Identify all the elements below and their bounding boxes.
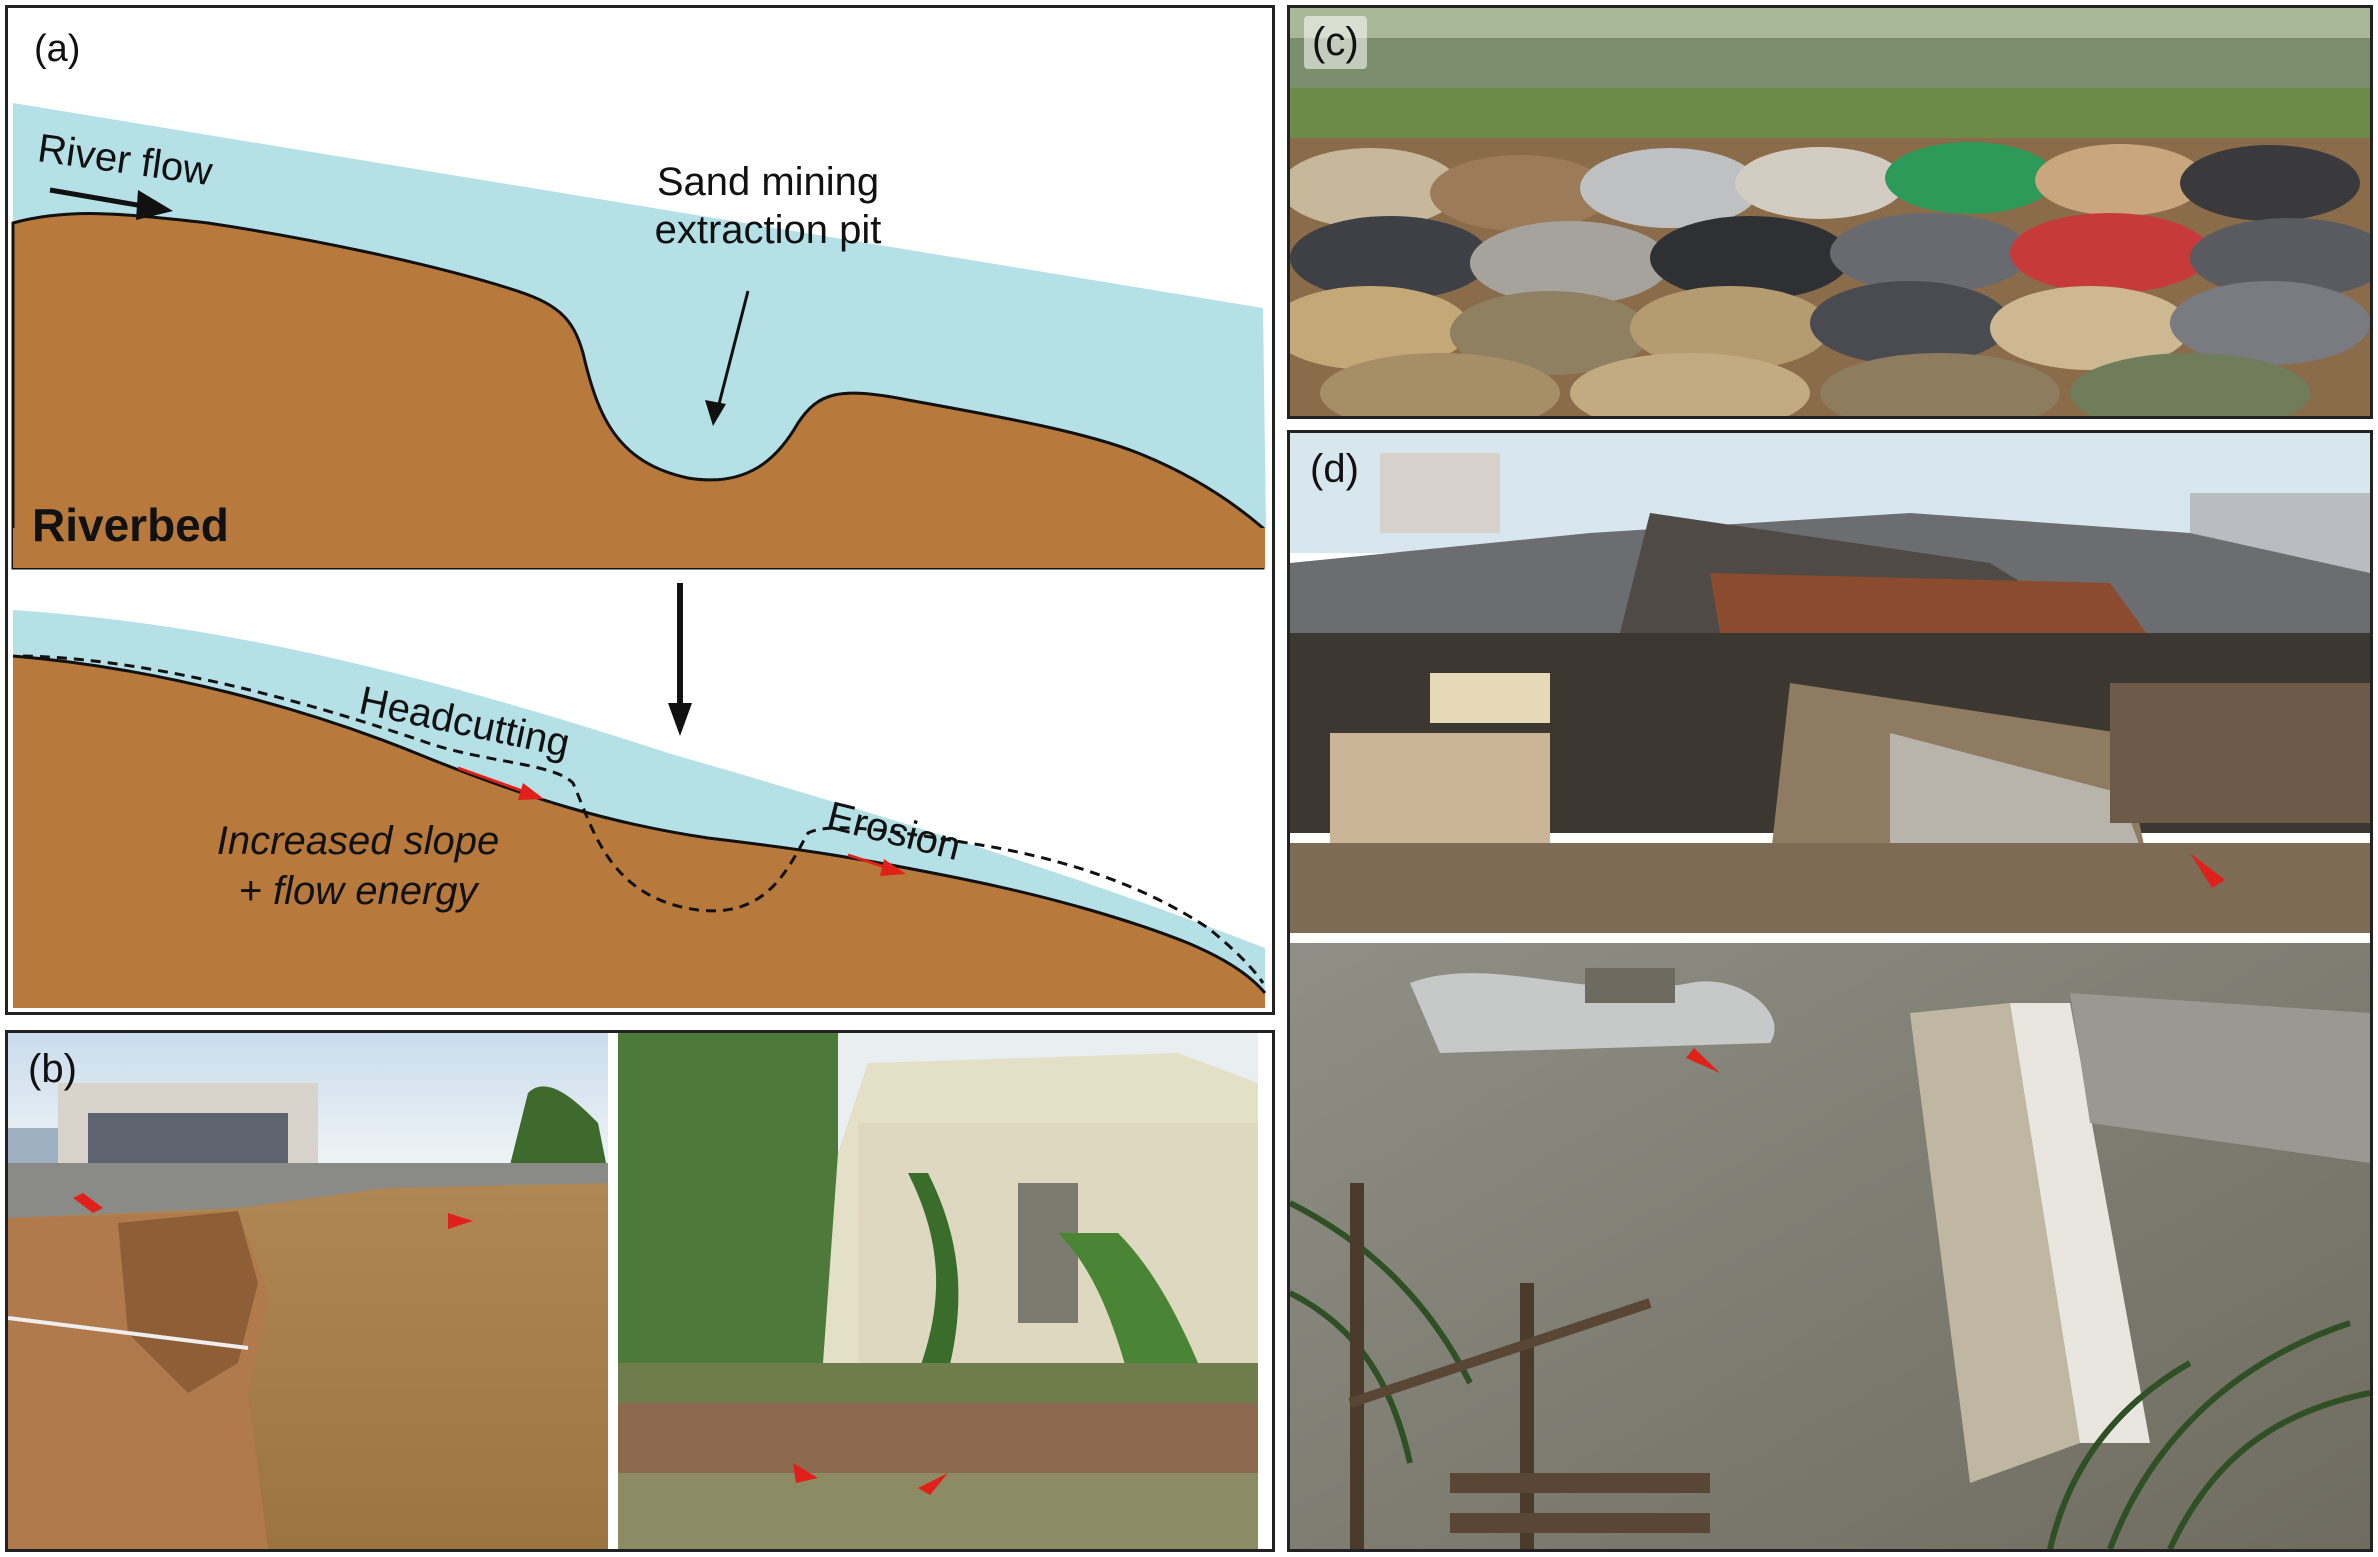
panel-c-photo — [1290, 8, 2370, 416]
panel-d-bottom-photo — [1290, 943, 2370, 1549]
panel-d: (d) — [1287, 430, 2373, 1552]
palm-fronds — [1290, 1200, 2370, 1549]
slope-label: Increased slope + flow energy — [188, 816, 528, 916]
pit-label-line1: Sand mining — [656, 160, 880, 204]
panel-a-diagram — [11, 103, 1267, 1008]
panel-a-label: (a) — [34, 28, 81, 70]
former-profile-dashed — [22, 654, 1265, 984]
panel-d-label: (d) — [1310, 447, 1359, 491]
riverbed-label: Riverbed — [32, 499, 229, 551]
slope-label-line2: + flow energy — [238, 869, 478, 913]
transition-arrow — [668, 583, 692, 736]
slope-label-line1: Increased slope — [216, 819, 500, 863]
river-flow-arrow — [49, 187, 173, 220]
panel-b-label: (b) — [28, 1047, 77, 1091]
headcutting-red-arrow — [457, 766, 544, 800]
pit-pointer-arrow — [705, 290, 750, 426]
sandbags — [1290, 142, 2370, 416]
top-riverbed — [11, 212, 1265, 570]
panel-b-left-photo — [8, 1033, 608, 1549]
pit-label: Sand mining extraction pit — [628, 158, 908, 254]
pit-label-line2: extraction pit — [654, 208, 882, 252]
panel-d-top-photo — [1290, 433, 2370, 933]
panel-c: (c) — [1287, 5, 2373, 419]
bottom-riverbed — [13, 656, 1265, 1008]
panel-c-label: (c) — [1304, 16, 1367, 69]
panel-a: (a) River flow Sand mining extraction pi… — [5, 5, 1275, 1015]
erosion-red-arrow — [847, 853, 906, 876]
panel-b: (b) — [5, 1030, 1275, 1552]
panel-b-right-photo — [618, 1033, 1258, 1549]
